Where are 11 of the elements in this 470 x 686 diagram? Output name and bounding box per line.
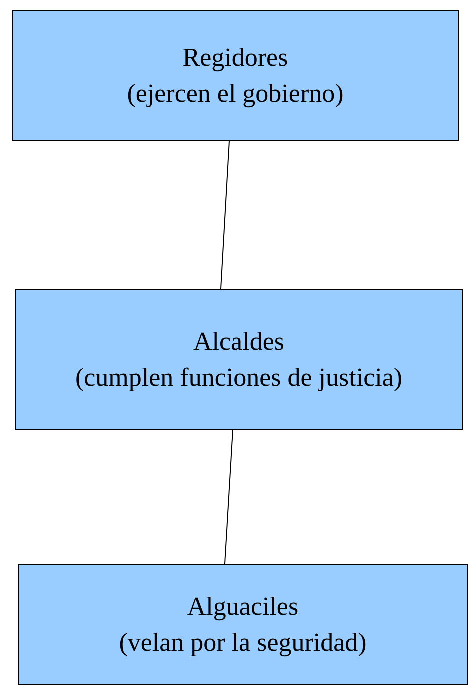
process-box (15, 289, 463, 430)
process-box (18, 564, 468, 685)
process-box (12, 10, 459, 141)
box-description: (cumplen funciones de justicia) (75, 362, 403, 394)
box-title: Alcaldes (194, 326, 284, 358)
connector-line (220, 140, 230, 290)
connector-line (224, 430, 234, 564)
box-description: (ejercen el gobierno) (127, 78, 344, 110)
box-title: Regidores (182, 42, 288, 74)
box-title: Alguaciles (187, 590, 299, 623)
box-description: (velan por la seguridad) (119, 626, 367, 659)
